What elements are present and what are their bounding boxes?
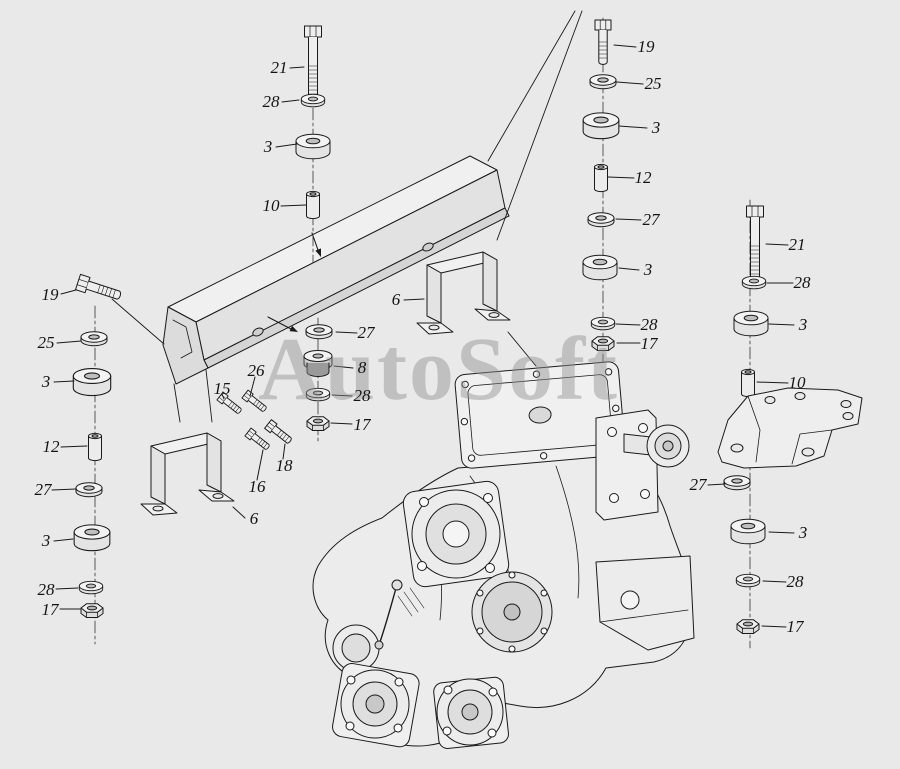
callout-left-17: 17 [41,600,59,619]
callout-right-28a: 28 [793,273,811,292]
part-washer-27-right [723,475,751,491]
part-washer-27-mid [305,324,333,340]
part-washer-27-left [75,482,103,498]
callout-mid-8: 8 [357,358,367,377]
left-parts [51,273,124,645]
right-parts [707,199,863,649]
right-foot-mount [595,555,695,651]
bracket-6-middle [403,251,511,335]
top-right-parts [582,17,648,363]
part-bolt-18 [264,419,295,447]
assembly-arrows [267,232,321,332]
part-washer-28-left [78,580,104,595]
top-center-parts [275,25,331,263]
callout-topright-19: 19 [637,37,655,56]
part-bolt-16 [244,427,272,453]
callout-left-19: 19 [41,285,59,304]
part-washer-28-mid [305,387,331,402]
callout-left-3b: 3 [41,531,51,550]
part-washer-28-right-a [741,275,767,290]
callout-left-28: 28 [37,580,55,599]
part-washer-28-right-b [735,573,761,588]
callout-topright-3b: 3 [643,260,653,279]
part-nut-17-mid [306,416,330,431]
callout-top-21: 21 [270,58,288,77]
part-spacer-12-left [88,432,102,462]
part-cushion-3-topright-b [582,254,618,281]
callout-left-6: 6 [249,509,259,528]
part-spacer-12-topright [594,163,608,193]
bracket-6-left [140,432,246,519]
part-nut-17-left [80,603,104,618]
callout-topright-25: 25 [644,74,662,93]
callout-right-3a: 3 [798,315,808,334]
part-bolt-19-topright [594,19,612,65]
part-bolt-26 [241,389,269,415]
transfer-case [312,361,695,749]
callout-right-3b: 3 [798,523,808,542]
callout-left-12: 12 [42,437,60,456]
callout-right-21: 21 [788,235,806,254]
left-bearing-flange [402,480,510,588]
callout-topright-12: 12 [634,168,652,187]
frame-beam [162,155,510,385]
callout-right-27: 27 [689,475,707,494]
callout-top-3: 3 [263,137,273,156]
callout-right-28b: 28 [786,572,804,591]
part-bolt-19-left [75,273,124,304]
top-mount-plate [454,361,626,469]
bottom-flange [433,676,509,749]
callout-mid-6: 6 [391,290,401,309]
callout-left-25: 25 [37,333,55,352]
callout-topright-27: 27 [642,210,660,229]
center-opening [471,571,553,653]
callout-mid-16: 16 [248,477,266,496]
callout-mid-18: 18 [275,456,293,475]
part-spacer-10-top [306,190,320,220]
callout-topright-17: 17 [640,334,658,353]
callout-top-10: 10 [262,196,280,215]
callout-mid-26: 26 [247,361,265,380]
callout-mid-17: 17 [353,415,371,434]
part-nut-17-topright [591,336,615,351]
callout-mid-28: 28 [353,386,371,405]
part-washer-28-topright [590,316,616,331]
part-cushion-3-top [295,133,331,160]
part-washer-27-topright [587,212,615,228]
left-boss [332,624,380,672]
callout-left-27: 27 [34,480,52,499]
callout-mid-27: 27 [357,323,375,342]
part-washer-28-top [300,93,326,108]
right-output [595,409,690,521]
part-cushion-3-topright-a [582,112,620,140]
part-cushion-3-left-a [72,367,112,397]
callout-mid-15: 15 [213,379,231,398]
callout-top-28: 28 [262,92,280,111]
bottom-left-flange [332,663,420,748]
part-nut-17-right [736,619,760,634]
part-mount-8 [303,350,333,377]
part-bolt-21-right [746,205,764,280]
callout-right-10: 10 [788,373,806,392]
part-bolt-21-top [304,25,322,100]
callout-topright-28: 28 [640,315,658,334]
middle-parts [216,317,358,481]
part-washer-25-left [80,331,108,347]
leader-lines [111,10,583,423]
callout-left-3a: 3 [41,372,51,391]
shift-lever [374,579,425,650]
part-cushion-3-right-b [730,518,766,545]
part-cushion-3-right-a [733,310,769,337]
part-cushion-3-left-b [73,524,111,552]
callout-topright-3a: 3 [651,118,661,137]
part-washer-25-topright [589,74,617,90]
right-bracket [717,387,863,469]
callout-right-17: 17 [786,617,804,636]
part-spacer-10-right [741,368,755,398]
